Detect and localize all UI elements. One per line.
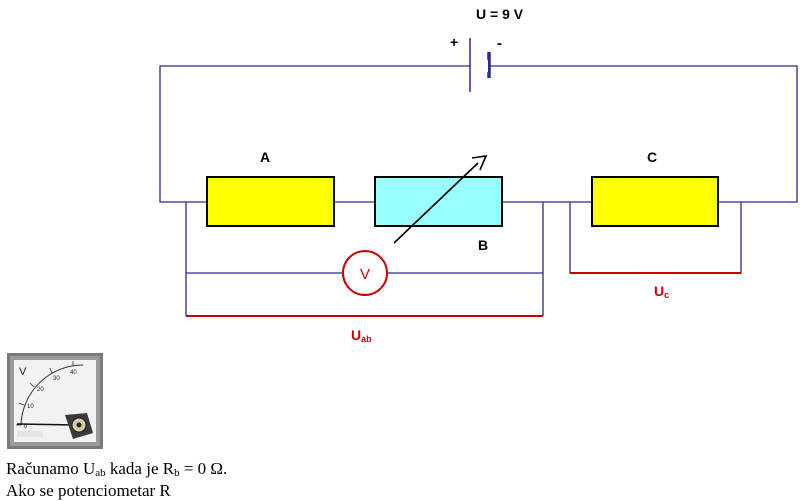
potentiometer-b: B [374, 155, 503, 253]
voltmeter: V [342, 250, 388, 296]
battery: + - U = 9 V [450, 6, 524, 92]
meter-scale-10: 10 [27, 404, 34, 410]
plus-sign: + [450, 34, 458, 50]
uc-label: Uc [654, 283, 669, 300]
uab-label: Uab [351, 327, 372, 344]
meter-scale-40: 40 [70, 370, 77, 376]
voltmeter-photo: V 0 10 20 30 40 [7, 353, 103, 449]
minus-sign: - [497, 35, 502, 52]
uc-measurement: Uc [570, 272, 741, 300]
meter-scale-20: 20 [37, 387, 44, 393]
uab-measurement: Uab [185, 273, 544, 344]
resistor-c-label: C [647, 149, 657, 165]
voltmeter-symbol: V [360, 266, 370, 283]
caption-line-2: Ako se potenciometar R [6, 481, 171, 500]
meter-unit: V [19, 366, 27, 378]
resistor-c: C [591, 149, 719, 227]
meter-scale-30: 30 [53, 376, 60, 382]
resistor-a-label: A [260, 149, 270, 165]
resistor-b-label: B [478, 237, 488, 253]
voltage-label: U = 9 V [476, 6, 524, 22]
meter-scale-0: 0 [24, 424, 28, 430]
resistor-a: A [206, 149, 335, 227]
circuit-diagram: + - U = 9 V A B C V Uab Uc [159, 6, 798, 344]
caption-line-1: Računamo Uab kada je Rb = 0 Ω. [6, 459, 228, 479]
